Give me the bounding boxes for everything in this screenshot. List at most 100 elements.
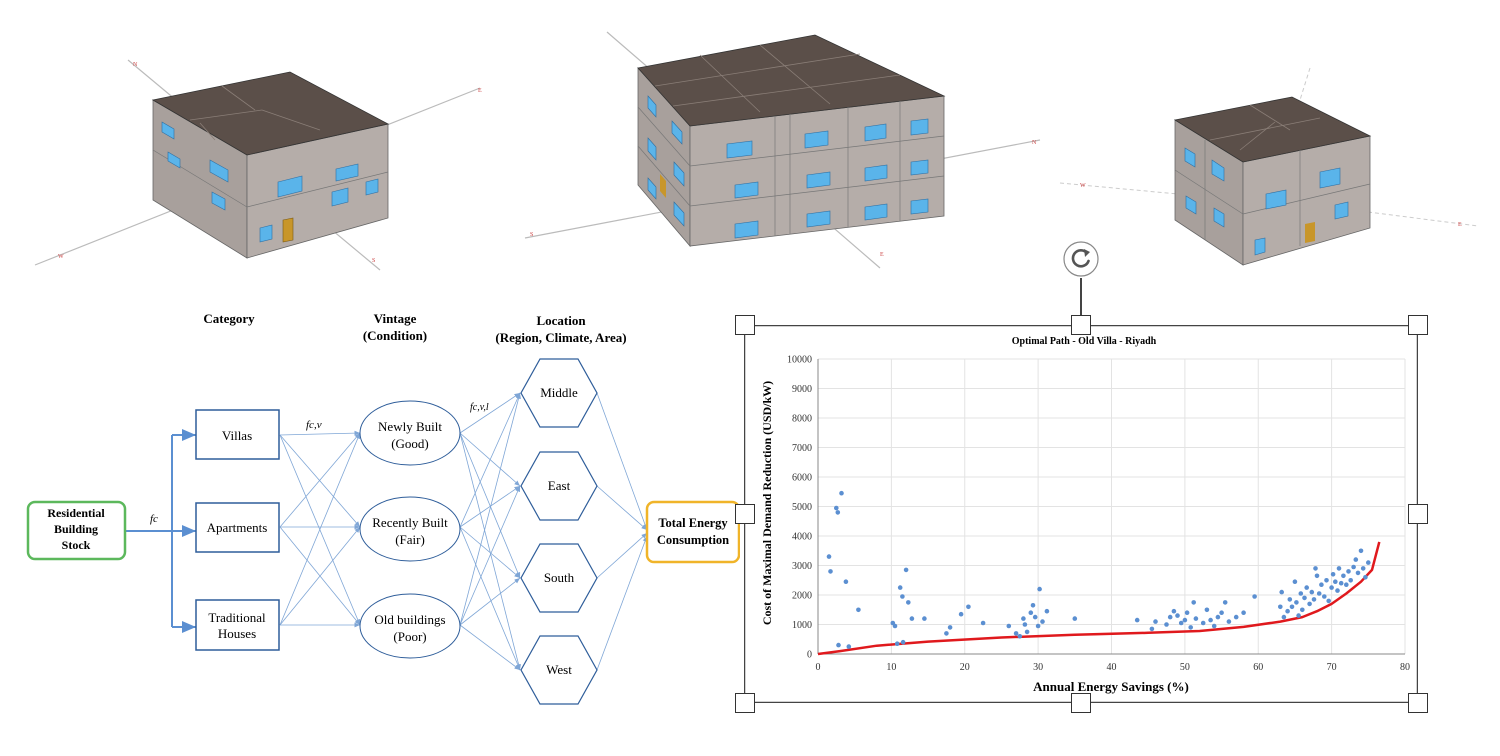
location-node-south: South — [520, 543, 598, 613]
x-tick-label: 30 — [1033, 662, 1043, 673]
scatter-point — [1222, 600, 1228, 605]
svg-text:(Poor): (Poor) — [393, 629, 426, 644]
scatter-point — [900, 639, 906, 645]
y-tick-label: 1000 — [792, 620, 812, 631]
scatter-point — [892, 623, 898, 629]
scatter-point — [1252, 594, 1257, 599]
scatter-point — [897, 585, 903, 590]
scatter-point — [944, 631, 949, 636]
scatter-point — [1296, 613, 1301, 618]
svg-text:Consumption: Consumption — [657, 533, 729, 547]
y-tick-label: 7000 — [792, 443, 812, 454]
scatter-point — [1184, 610, 1190, 615]
resize-handle-bottom-right[interactable] — [1408, 693, 1428, 713]
scatter-point — [1279, 589, 1284, 595]
resize-handle-middle-right[interactable] — [1408, 504, 1428, 524]
category-node-apartments: Apartments — [195, 502, 280, 553]
source-node: Residential Building Stock — [26, 500, 127, 561]
svg-text:Villas: Villas — [222, 428, 252, 443]
x-tick-label: 20 — [960, 662, 970, 673]
resize-handle-top-left[interactable] — [735, 315, 755, 335]
scatter-point — [1329, 585, 1334, 590]
resize-handle-bottom-center[interactable] — [1071, 693, 1091, 713]
scatter-point — [1338, 580, 1344, 586]
scatter-point — [1200, 620, 1206, 626]
scatter-point — [909, 616, 915, 621]
svg-text:S: S — [530, 232, 533, 238]
axis-label-s: S — [372, 258, 375, 264]
scatter-point — [966, 604, 971, 610]
svg-text:N: N — [1032, 140, 1037, 146]
resize-handle-middle-left[interactable] — [735, 504, 755, 524]
axis-label-n: N — [133, 62, 138, 68]
vintage-node-recently-built: Recently Built (Fair) — [359, 496, 461, 562]
source-label-line1: Residential — [47, 506, 105, 520]
scatter-point — [1035, 623, 1041, 629]
scatter-point — [1313, 566, 1318, 571]
scatter-point — [1188, 625, 1193, 630]
scatter-point — [1178, 620, 1184, 626]
apartment-model: N S E — [524, 31, 1041, 269]
scatter-point — [1171, 608, 1177, 614]
scatter-point — [1175, 613, 1180, 618]
villa-model: N E S W — [34, 59, 482, 271]
scatter-point — [1351, 564, 1356, 570]
scatter-point — [1358, 548, 1364, 554]
edge-label-fcvl: fc,v,l — [470, 402, 489, 413]
category-vintage-links — [279, 430, 361, 628]
y-tick-label: 0 — [807, 650, 812, 661]
scatter-point — [1241, 610, 1246, 615]
scatter-point — [1360, 566, 1366, 571]
vintage-node-newly-built: Newly Built (Good) — [359, 400, 461, 466]
scatter-point — [1298, 591, 1304, 596]
scatter-point — [1191, 600, 1196, 605]
scatter-point — [1289, 604, 1295, 610]
header-vintage-line2: (Condition) — [363, 328, 427, 343]
scatter-point — [1355, 570, 1361, 576]
optimal-path-line — [817, 541, 1381, 656]
svg-text:E: E — [1458, 222, 1462, 228]
scatter-point — [1366, 560, 1371, 565]
rotate-handle[interactable] — [1060, 238, 1102, 328]
scatter-point — [1204, 607, 1210, 613]
resize-handle-bottom-left[interactable] — [735, 693, 755, 713]
source-label-line2: Building — [54, 522, 98, 536]
svg-text:West: West — [546, 662, 572, 677]
source-links — [126, 429, 196, 633]
source-label-line3: Stock — [62, 538, 91, 552]
svg-text:E: E — [880, 252, 884, 258]
scatter-point — [900, 594, 905, 599]
door-icon — [282, 217, 294, 243]
traditional-axis-lines — [1059, 67, 1479, 227]
scatter-point — [1324, 578, 1329, 583]
x-tick-label: 60 — [1253, 662, 1263, 673]
scatter-point — [1333, 579, 1338, 584]
scatter-point — [843, 579, 849, 584]
scatter-point — [1285, 608, 1290, 614]
scatter-point — [1353, 557, 1359, 562]
resize-handle-top-center[interactable] — [1071, 315, 1091, 335]
x-tick-label: 10 — [886, 662, 896, 673]
resize-handle-top-right[interactable] — [1408, 315, 1428, 335]
scatter-point — [1294, 600, 1299, 605]
location-node-east: East — [520, 451, 598, 521]
scatter-point — [1024, 629, 1030, 635]
scatter-point — [1292, 579, 1298, 584]
scatter-point — [1013, 631, 1019, 636]
scatter-point — [1307, 601, 1312, 607]
scatter-point — [947, 625, 953, 630]
scatter-point — [1300, 607, 1305, 613]
y-tick-label: 8000 — [792, 414, 812, 425]
scatter-point — [834, 505, 839, 511]
svg-text:Old buildings: Old buildings — [374, 612, 445, 627]
scatter-point — [826, 554, 832, 559]
svg-text:Newly Built: Newly Built — [378, 419, 442, 434]
axis-label-w: W — [58, 254, 64, 260]
scatter-point — [839, 490, 844, 496]
rotate-icon[interactable] — [1071, 248, 1090, 268]
y-tick-label: 5000 — [792, 502, 812, 513]
location-output-links — [596, 392, 648, 671]
scatter-point — [1281, 614, 1287, 620]
